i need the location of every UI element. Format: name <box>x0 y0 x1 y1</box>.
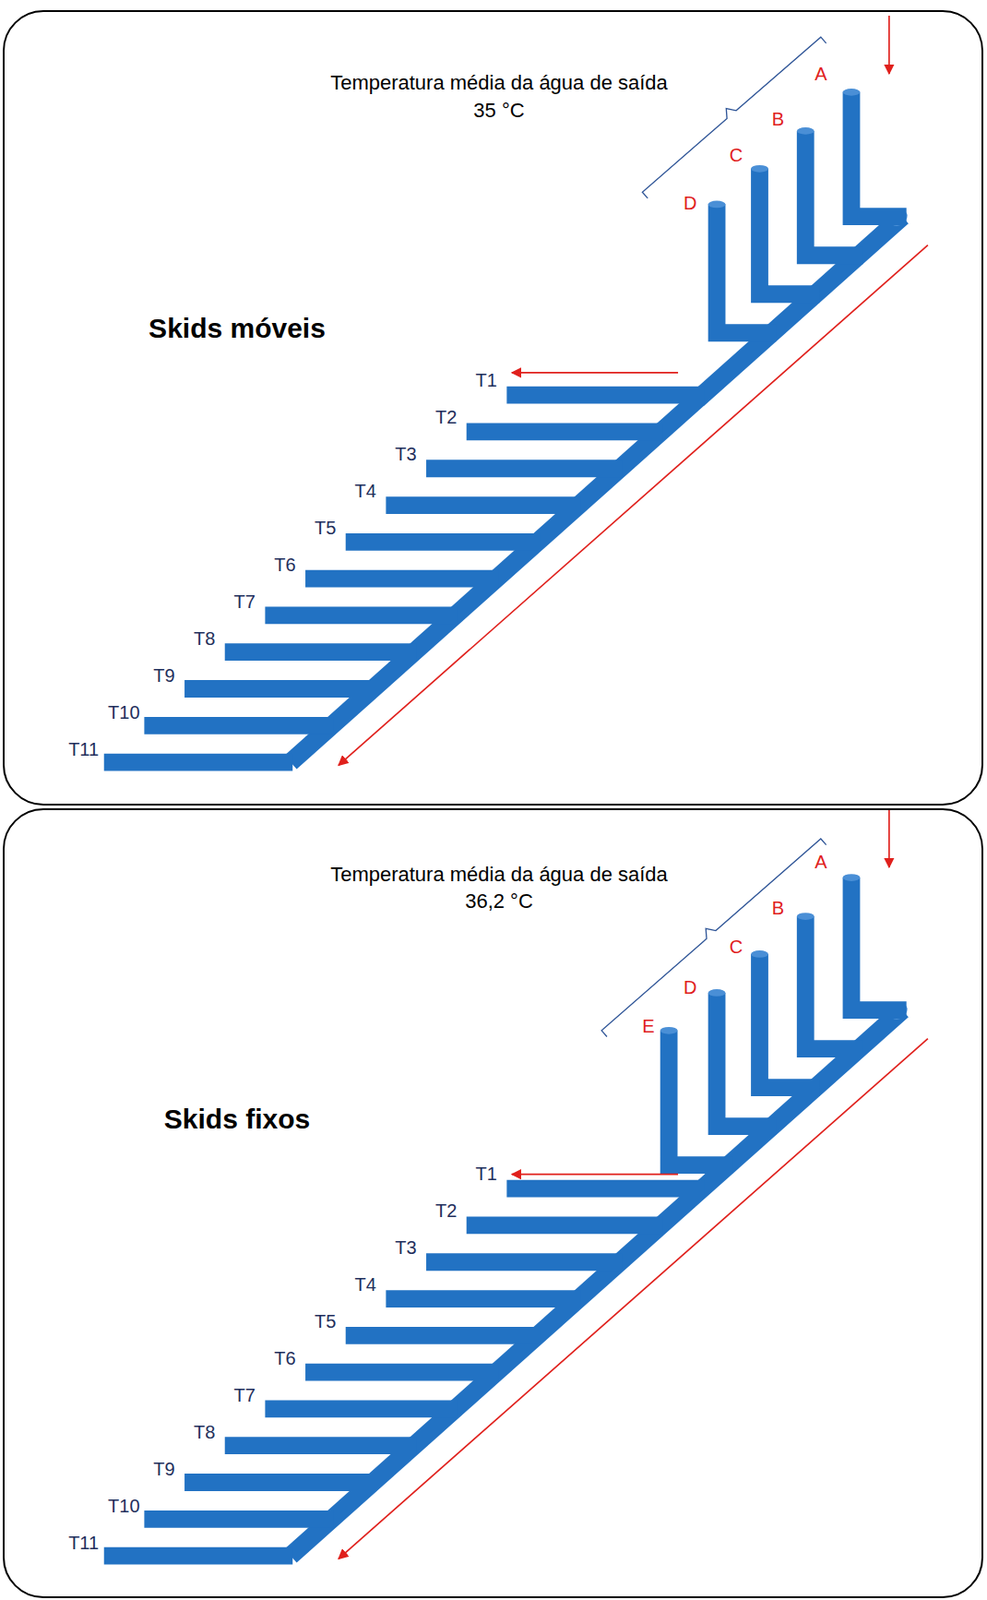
panel-title: Skids fixos <box>164 1103 310 1135</box>
branch-label: T9 <box>153 1458 175 1480</box>
riser-letter: C <box>729 144 743 167</box>
branch-label: T5 <box>314 1310 336 1332</box>
flow-arrow <box>511 371 678 374</box>
branch-label: T1 <box>475 1163 498 1185</box>
branch-label: T6 <box>273 1347 296 1369</box>
riser-pipe <box>760 168 821 295</box>
branch-label: T10 <box>107 1495 140 1517</box>
branch-label: T3 <box>394 443 417 465</box>
pipe-cap <box>843 873 861 881</box>
riser-letter: B <box>772 896 785 918</box>
branch-label: T7 <box>234 591 256 613</box>
riser-pipe <box>805 915 863 1049</box>
branch-label: T11 <box>68 738 99 761</box>
branch-label: T11 <box>68 1532 99 1554</box>
pipe-cap <box>750 165 769 173</box>
branch-pipe <box>143 716 333 735</box>
branch-pipe <box>426 1252 622 1271</box>
bracket <box>642 36 826 199</box>
riser-letter: A <box>814 851 827 873</box>
temperature-note: 35 °C <box>473 98 524 123</box>
branch-pipe <box>345 533 540 551</box>
branch-pipe <box>385 496 581 514</box>
riser-pipe <box>851 877 907 1011</box>
riser-pipe <box>716 203 776 333</box>
branch-pipe <box>184 1473 375 1491</box>
pipe-cap <box>796 912 815 920</box>
branch-pipe <box>104 753 293 772</box>
branch-label: T4 <box>355 1273 377 1296</box>
branch-pipe <box>506 1179 704 1198</box>
flow-arrow <box>511 1173 678 1176</box>
branch-pipe <box>345 1326 540 1344</box>
riser-letter: D <box>683 976 697 999</box>
riser-letter: D <box>683 191 697 214</box>
riser-letter: C <box>729 935 743 957</box>
branch-pipe <box>385 1289 581 1308</box>
riser-pipe <box>760 953 821 1088</box>
flow-arrow <box>338 1038 928 1559</box>
riser-letter: B <box>772 108 785 131</box>
riser-pipe <box>668 1030 733 1166</box>
branch-pipe <box>426 459 622 477</box>
pipe-cap <box>750 950 769 958</box>
riser-letter: E <box>642 1015 655 1037</box>
branch-pipe <box>506 386 704 405</box>
riser-letter: A <box>814 62 827 84</box>
branch-pipe <box>184 679 375 698</box>
branch-pipe <box>225 1436 417 1454</box>
flow-arrow <box>338 245 928 766</box>
branch-pipe <box>305 570 499 588</box>
branch-label: T9 <box>153 665 175 687</box>
branch-label: T6 <box>273 554 296 576</box>
panel-frame: Temperatura média da água de saída35 °C S… <box>2 10 984 806</box>
flow-arrow <box>888 808 891 868</box>
riser-pipe <box>805 130 863 256</box>
pipe-cap <box>843 88 861 96</box>
riser-pipe <box>851 92 907 217</box>
pipe-cap <box>796 127 815 135</box>
branch-label: T4 <box>355 480 377 502</box>
branch-pipe <box>264 1400 457 1418</box>
pipe-cap <box>660 1026 678 1035</box>
temperature-note: 36,2 °C <box>464 889 534 914</box>
branch-label: T8 <box>193 628 215 650</box>
branch-label: T7 <box>234 1384 256 1406</box>
branch-pipe <box>225 642 417 661</box>
branch-label: T8 <box>193 1421 215 1443</box>
panel-frame: Temperatura média da água de saída36,2 °… <box>2 808 984 1598</box>
flow-arrow <box>888 15 891 74</box>
branch-label: T1 <box>475 369 498 392</box>
temperature-note: Temperatura média da água de saída <box>330 862 668 887</box>
pipe-cap <box>708 988 726 997</box>
branch-label: T2 <box>435 1200 457 1222</box>
branch-pipe <box>264 606 457 625</box>
temperature-note: Temperatura média da água de saída <box>330 71 668 96</box>
branch-label: T2 <box>435 406 457 429</box>
branch-pipe <box>305 1363 499 1381</box>
branch-pipe <box>466 1216 664 1235</box>
riser-pipe <box>716 992 776 1127</box>
branch-pipe <box>143 1510 333 1528</box>
pipe-cap <box>708 201 726 209</box>
branch-label: T5 <box>314 517 336 539</box>
panel-title: Skids móveis <box>148 312 326 345</box>
branch-pipe <box>104 1546 293 1565</box>
branch-pipe <box>466 423 664 441</box>
branch-label: T10 <box>107 701 140 724</box>
branch-label: T3 <box>394 1236 417 1259</box>
